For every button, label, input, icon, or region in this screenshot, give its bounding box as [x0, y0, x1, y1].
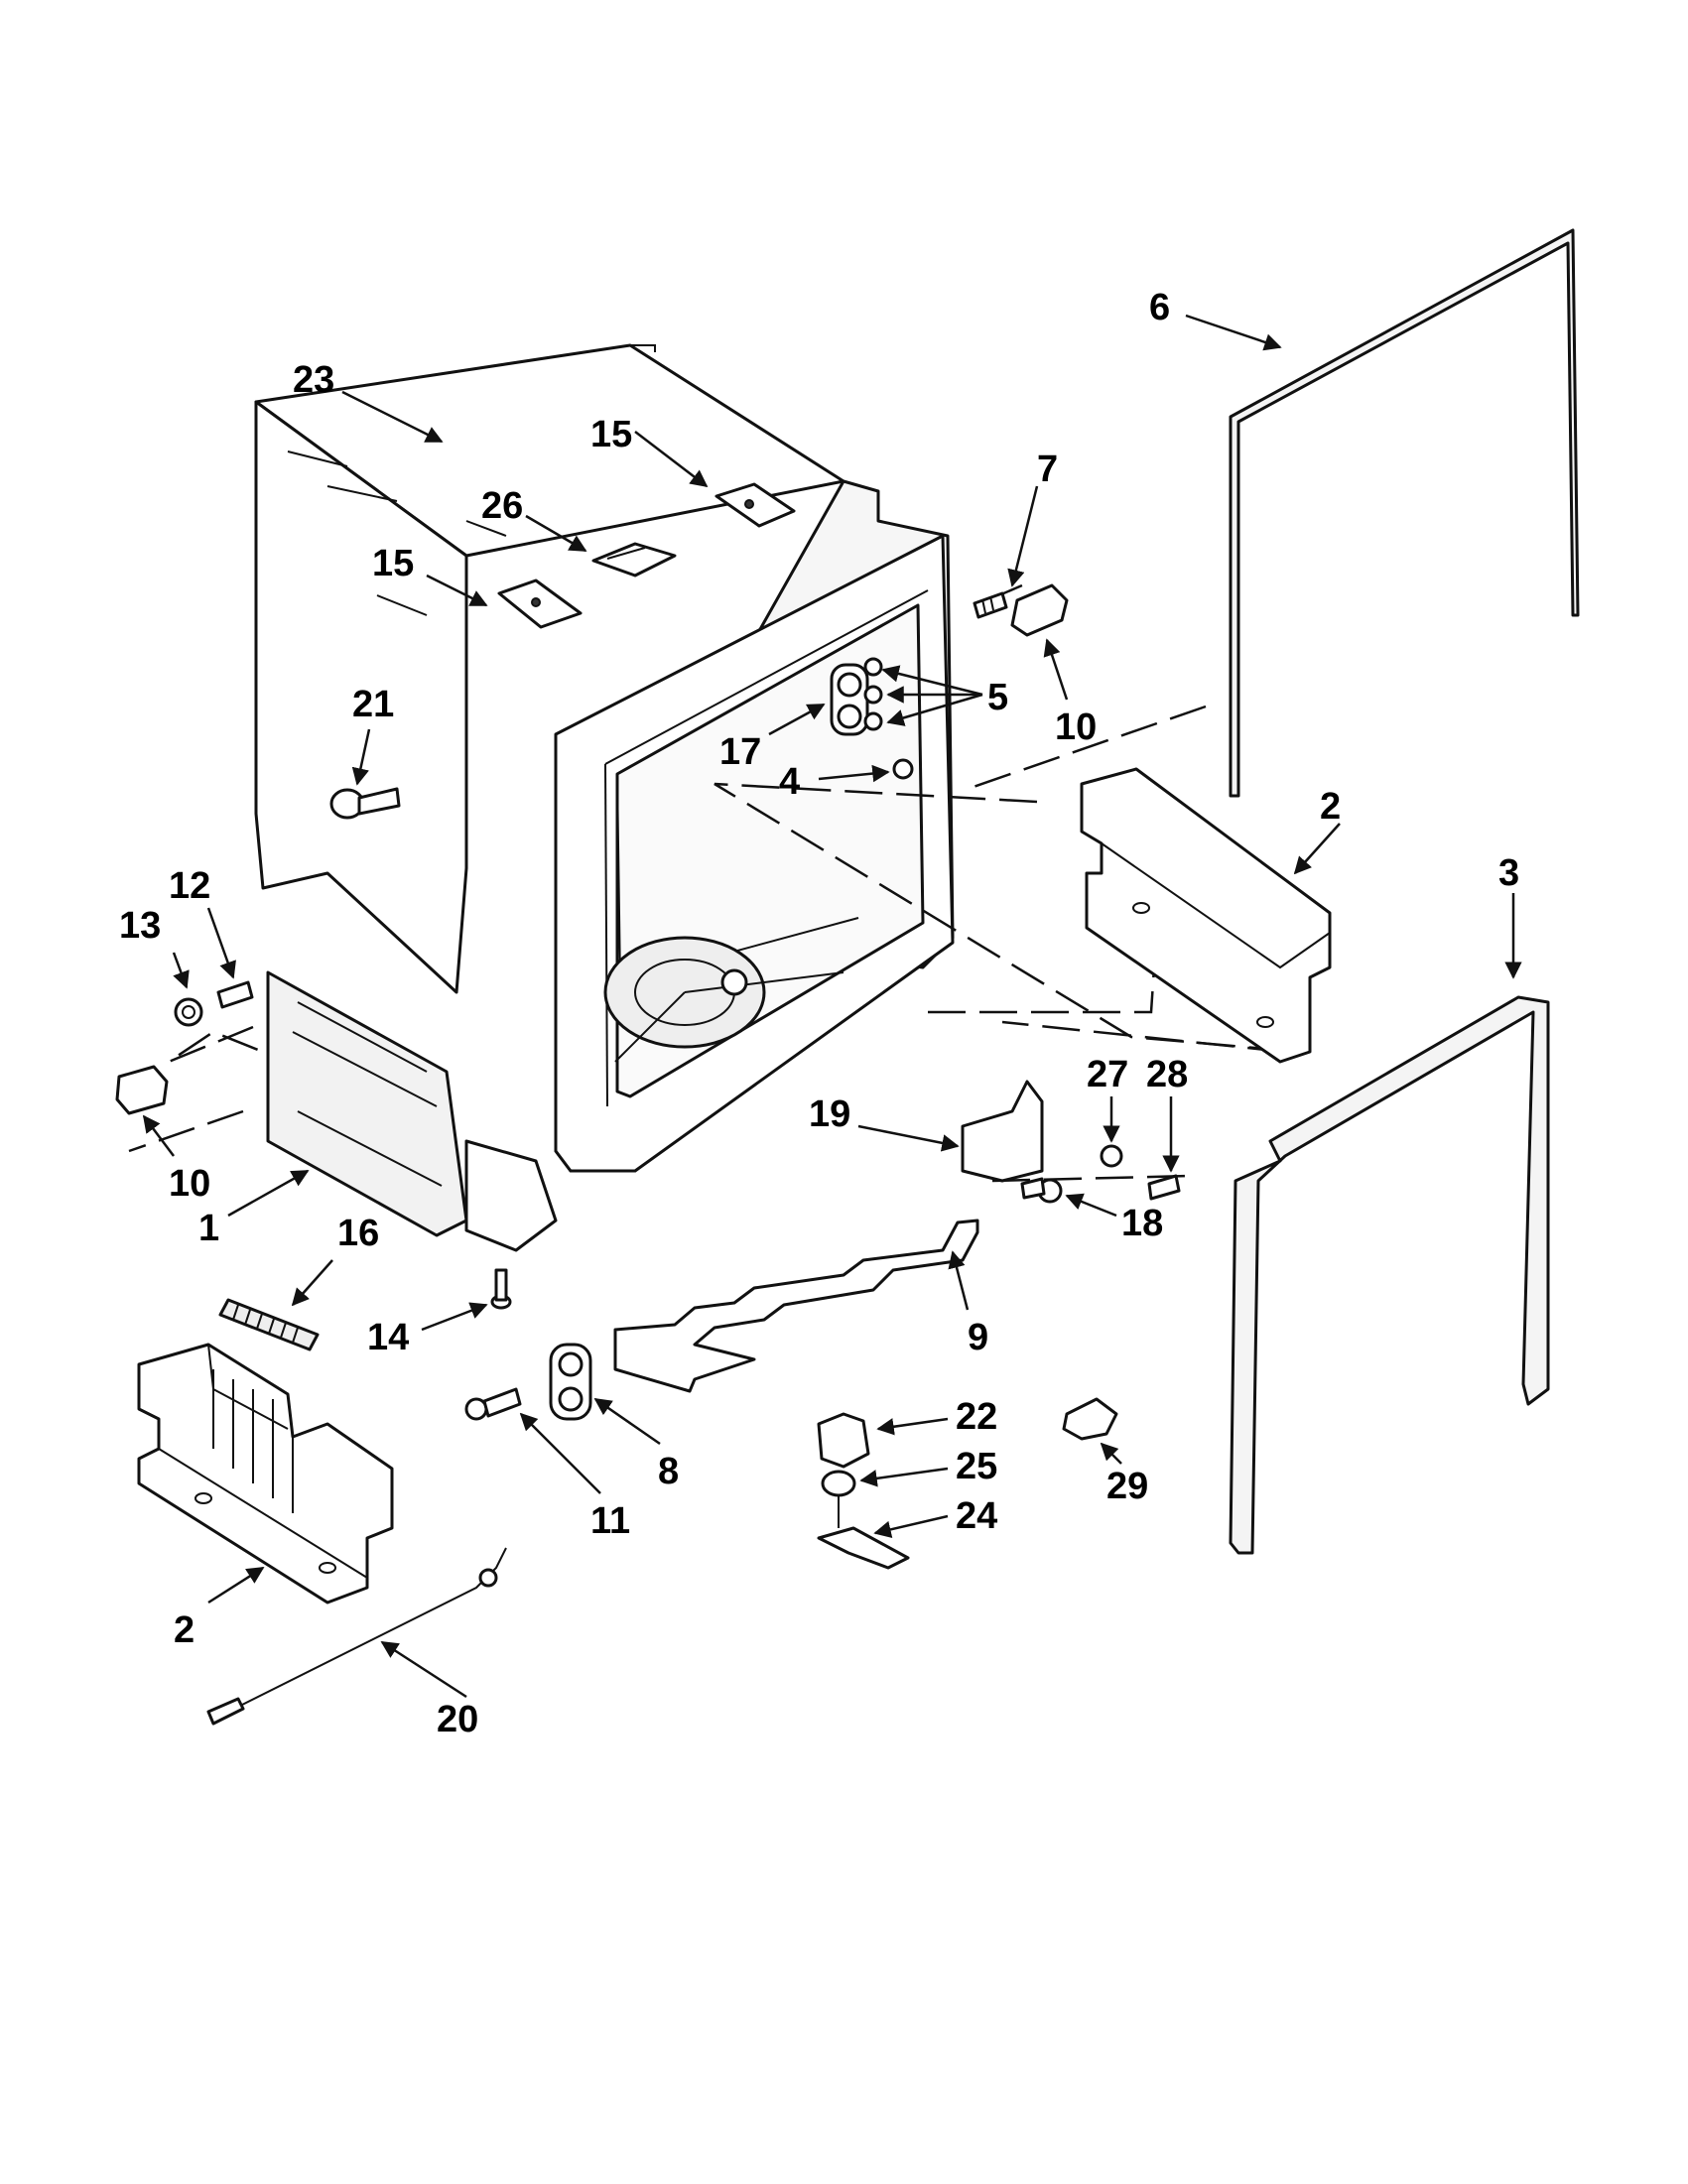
callout-15b: 15 [372, 543, 414, 584]
screw-part-7 [973, 591, 1008, 619]
callout-22: 22 [956, 1396, 997, 1438]
hinge-bracket-left [497, 578, 583, 629]
door-gasket-top [1229, 228, 1580, 798]
mount-bracket [817, 1526, 910, 1570]
callout-6: 6 [1149, 287, 1170, 328]
callout-21: 21 [352, 684, 394, 725]
callout-25: 25 [956, 1446, 997, 1487]
clip-part [591, 542, 677, 578]
callout-20: 20 [437, 1699, 478, 1740]
clip-part-29 [1062, 1397, 1118, 1441]
bracket-left [115, 1065, 169, 1115]
callout-labels: 23 15 26 15 21 7 6 10 5 17 4 2 3 13 12 1… [119, 287, 1519, 1740]
callout-15a: 15 [590, 414, 632, 455]
callout-28: 28 [1146, 1054, 1188, 1095]
screw-part-11 [464, 1387, 522, 1421]
callout-13: 13 [119, 905, 161, 947]
callout-2a: 2 [174, 1609, 195, 1651]
ground-wire [206, 1547, 507, 1726]
roller-part [549, 1343, 592, 1421]
washer-part-27 [1100, 1144, 1123, 1168]
callout-17: 17 [719, 731, 761, 773]
callout-26: 26 [481, 485, 523, 527]
door-gasket-bottom [1229, 995, 1550, 1555]
screw-part-12 [216, 980, 254, 1009]
callout-2b: 2 [1320, 786, 1341, 828]
callout-18: 18 [1121, 1203, 1163, 1244]
screw-part-28 [1147, 1174, 1181, 1201]
callout-23: 23 [293, 359, 334, 401]
callout-7: 7 [1037, 449, 1058, 490]
bracket-19 [961, 1080, 1044, 1183]
bushing-part [892, 758, 914, 780]
standoff-part [490, 1268, 512, 1310]
nut-part [174, 997, 203, 1027]
callout-29: 29 [1106, 1466, 1148, 1507]
callout-19: 19 [809, 1093, 850, 1135]
insulation-pad-left [137, 1343, 394, 1605]
callout-9: 9 [968, 1317, 988, 1358]
callout-1: 1 [198, 1208, 219, 1249]
callout-12: 12 [169, 865, 210, 907]
callout-4: 4 [779, 761, 800, 803]
screw-part-18 [1020, 1177, 1063, 1204]
callout-24: 24 [956, 1495, 997, 1537]
plug-part [329, 787, 401, 820]
spring-part [218, 1298, 320, 1351]
washers [863, 657, 883, 731]
pulley-part [830, 663, 869, 736]
base-plate [613, 1219, 979, 1393]
dishwasher-tub [254, 343, 955, 1252]
callout-14: 14 [367, 1317, 409, 1358]
switch-part [817, 1412, 870, 1469]
callout-10b: 10 [169, 1163, 210, 1205]
callout-3: 3 [1498, 852, 1519, 894]
insulation-pad-right [1080, 767, 1332, 1064]
callout-8: 8 [658, 1451, 679, 1492]
callout-16: 16 [337, 1213, 379, 1254]
thermostat-part [821, 1470, 856, 1528]
leader-arrows [142, 314, 1522, 1699]
bracket-right [1010, 583, 1069, 637]
hinge-bracket-top [714, 482, 796, 528]
callout-27: 27 [1087, 1054, 1128, 1095]
callout-5: 5 [987, 677, 1008, 718]
callout-10a: 10 [1055, 707, 1097, 748]
callout-11: 11 [590, 1500, 630, 1542]
